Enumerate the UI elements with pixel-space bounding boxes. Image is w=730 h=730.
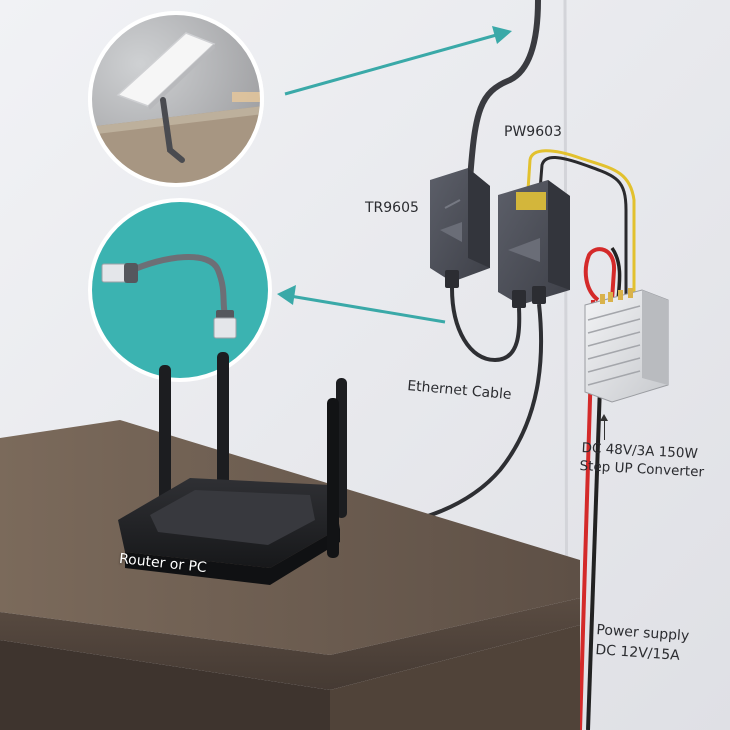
arrow-to-dish [284,26,512,96]
tr9605-label: TR9605 [365,200,419,216]
pw9603-device [498,180,570,308]
tr9605-device [430,168,490,288]
patch-loop-cable [450,287,522,363]
ethernet-cable-photo [88,198,272,382]
step-up-converter [584,288,669,403]
router [118,352,347,585]
arrow-to-cable [277,285,446,324]
pw9603-wires [526,149,636,300]
rj45-connector-left [101,263,138,283]
dish-cable [467,0,541,183]
rj45-connector-right [213,310,237,339]
pw9603-label: PW9603 [504,124,562,140]
